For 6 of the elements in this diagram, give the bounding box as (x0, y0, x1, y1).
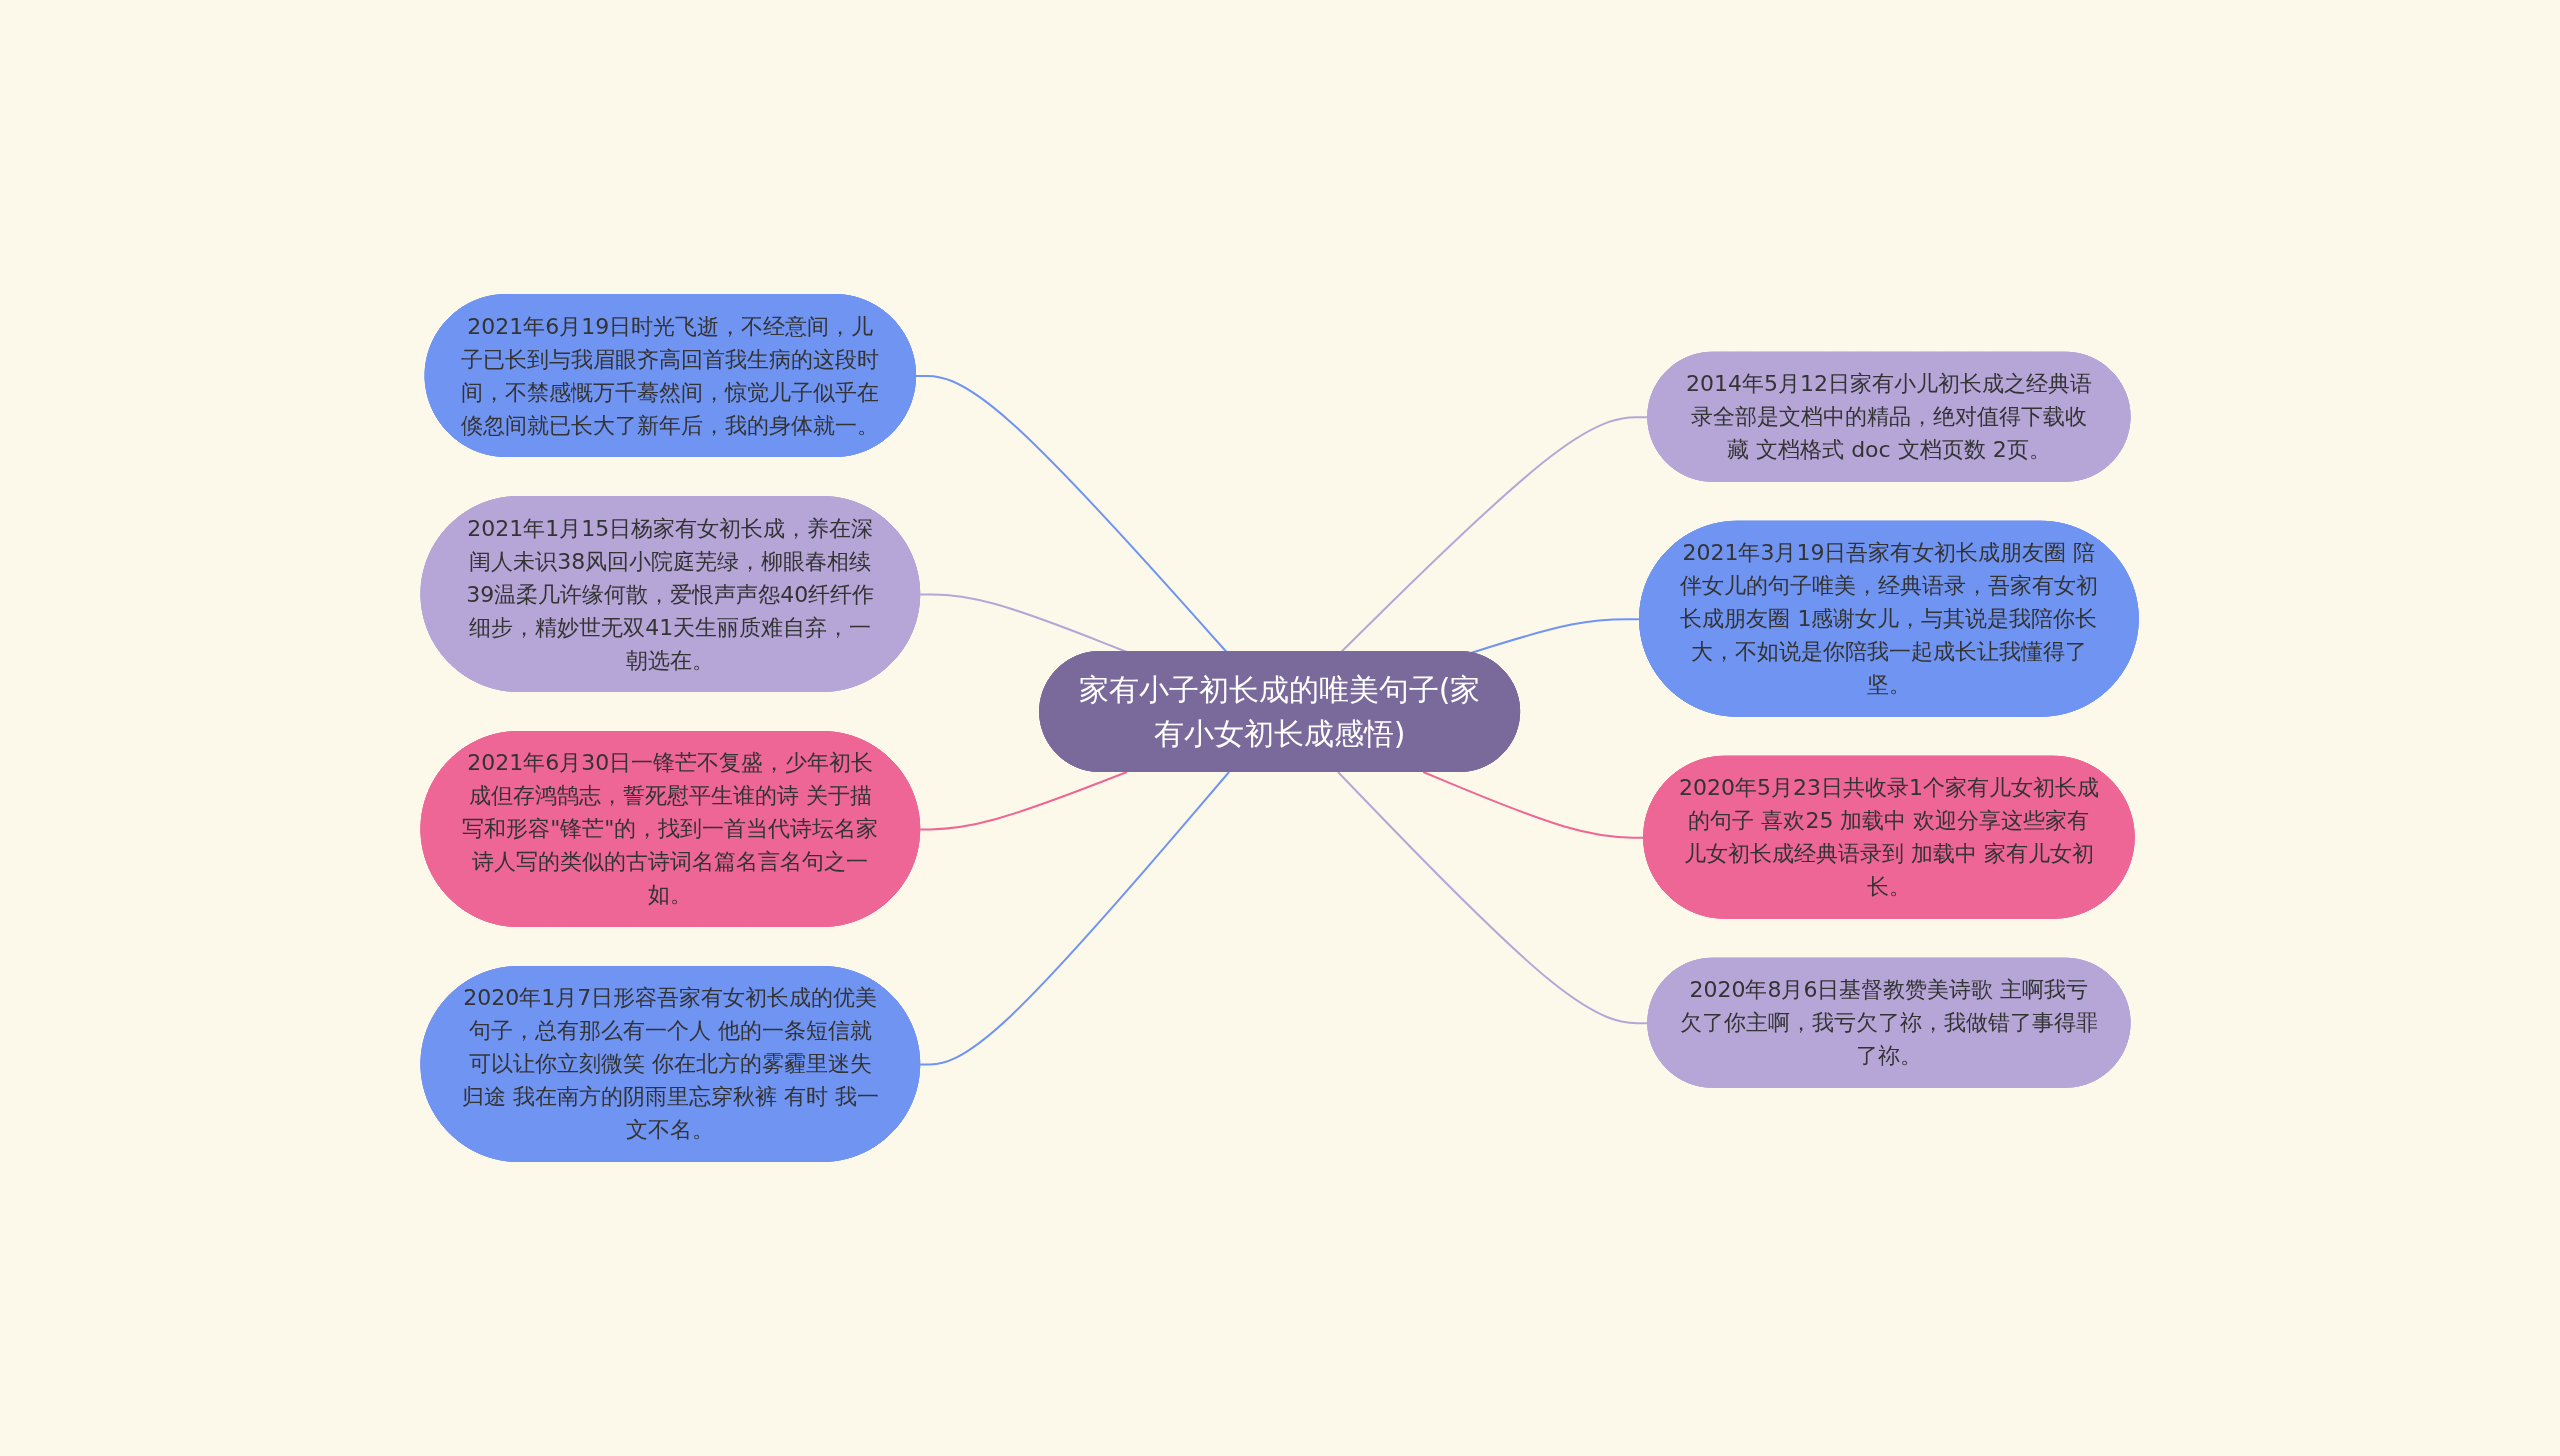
connector (919, 771, 1129, 831)
connector (915, 374, 1228, 653)
connector (1340, 416, 1650, 653)
connector (1422, 771, 1646, 839)
connector (1337, 771, 1650, 1025)
connector (919, 771, 1231, 1066)
